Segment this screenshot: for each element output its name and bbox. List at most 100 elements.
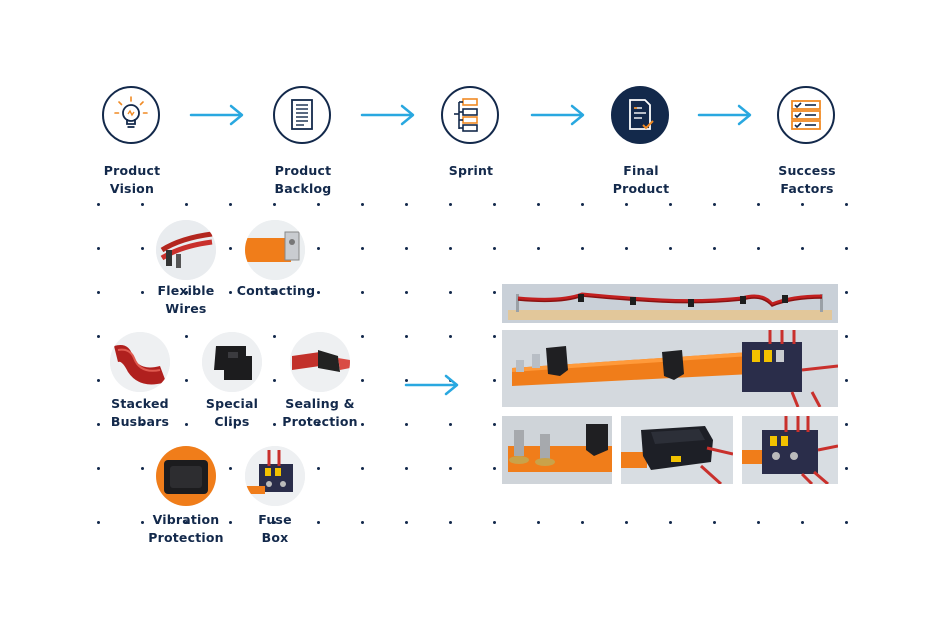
step-success-factors <box>777 86 835 144</box>
grid-dot <box>97 521 100 524</box>
checklist-icon <box>791 100 821 130</box>
grid-dot <box>273 423 276 426</box>
grid-dot <box>405 379 408 382</box>
grid-dot <box>361 247 364 250</box>
grid-dot <box>845 379 848 382</box>
grid-dot <box>845 467 848 470</box>
lightbulb-icon <box>114 96 148 128</box>
step-label-sprint: Sprint <box>448 163 494 178</box>
grid-dot <box>493 203 496 206</box>
grid-dot <box>845 291 848 294</box>
grid-dot <box>757 203 760 206</box>
grid-dot <box>493 423 496 426</box>
grid-dot <box>361 423 364 426</box>
grid-dot <box>273 203 276 206</box>
grid-dot <box>317 467 320 470</box>
grid-dot <box>229 521 232 524</box>
grid-dot <box>361 521 364 524</box>
grid-dot <box>185 521 188 524</box>
grid-dot <box>229 423 232 426</box>
special-clips-image <box>202 332 262 392</box>
grid-dot <box>97 379 100 382</box>
grid-dot <box>581 521 584 524</box>
grid-dot <box>757 521 760 524</box>
grid-dot <box>97 247 100 250</box>
component-label-sealing-protection: Sealing &Protection <box>282 396 358 429</box>
grid-dot <box>405 521 408 524</box>
grid-dot <box>493 335 496 338</box>
step-sprint <box>441 86 499 144</box>
grid-dot <box>361 379 364 382</box>
grid-dot <box>449 423 452 426</box>
grid-dot <box>97 467 100 470</box>
grid-dot <box>493 521 496 524</box>
grid-dot <box>845 521 848 524</box>
document-check-icon <box>629 99 654 130</box>
grid-dot <box>669 521 672 524</box>
grid-dot <box>97 423 100 426</box>
grid-dot <box>493 467 496 470</box>
grid-dot <box>229 203 232 206</box>
grid-dot <box>845 335 848 338</box>
grid-dot <box>185 291 188 294</box>
grid-dot <box>801 247 804 250</box>
grid-dot <box>625 203 628 206</box>
grid-dot <box>449 247 452 250</box>
grid-dot <box>713 521 716 524</box>
grid-dot <box>845 423 848 426</box>
grid-dot <box>361 203 364 206</box>
step-product-vision <box>102 86 160 144</box>
grid-dot <box>273 379 276 382</box>
grid-dot <box>405 467 408 470</box>
grid-dot <box>713 247 716 250</box>
clip-closeup-photo <box>621 416 733 484</box>
grid-dot <box>845 203 848 206</box>
arrow-right-icon <box>697 104 752 126</box>
step-final-product <box>611 86 669 144</box>
grid-dot <box>229 247 232 250</box>
grid-dot <box>141 467 144 470</box>
grid-dot <box>757 247 760 250</box>
grid-dot <box>317 247 320 250</box>
grid-dot <box>625 521 628 524</box>
grid-dot <box>97 291 100 294</box>
fuse-box-closeup-photo <box>742 416 838 484</box>
grid-dot <box>273 291 276 294</box>
grid-dot <box>405 335 408 338</box>
grid-dot <box>405 247 408 250</box>
sealing-protection-image <box>290 332 350 392</box>
grid-dot <box>185 379 188 382</box>
contacting-image <box>245 220 305 280</box>
grid-dot <box>361 335 364 338</box>
arrow-right-icon <box>404 374 459 396</box>
grid-dot <box>405 291 408 294</box>
grid-dot <box>713 203 716 206</box>
flexible-wires-image <box>156 220 216 280</box>
grid-dot <box>185 203 188 206</box>
grid-dot <box>449 291 452 294</box>
step-product-backlog <box>273 86 331 144</box>
grid-dot <box>141 521 144 524</box>
vibration-protection-image <box>156 446 216 506</box>
grid-dot <box>273 521 276 524</box>
arrow-right-icon <box>530 104 585 126</box>
grid-dot <box>317 203 320 206</box>
wire-harness-photo <box>502 284 838 323</box>
grid-dot <box>229 467 232 470</box>
grid-dot <box>449 521 452 524</box>
grid-dot <box>141 247 144 250</box>
grid-dot <box>141 203 144 206</box>
grid-dot <box>493 291 496 294</box>
terminal-closeup-photo <box>502 416 612 484</box>
grid-dot <box>273 335 276 338</box>
fuse-box-image <box>245 446 305 506</box>
grid-dot <box>449 335 452 338</box>
grid-dot <box>185 335 188 338</box>
